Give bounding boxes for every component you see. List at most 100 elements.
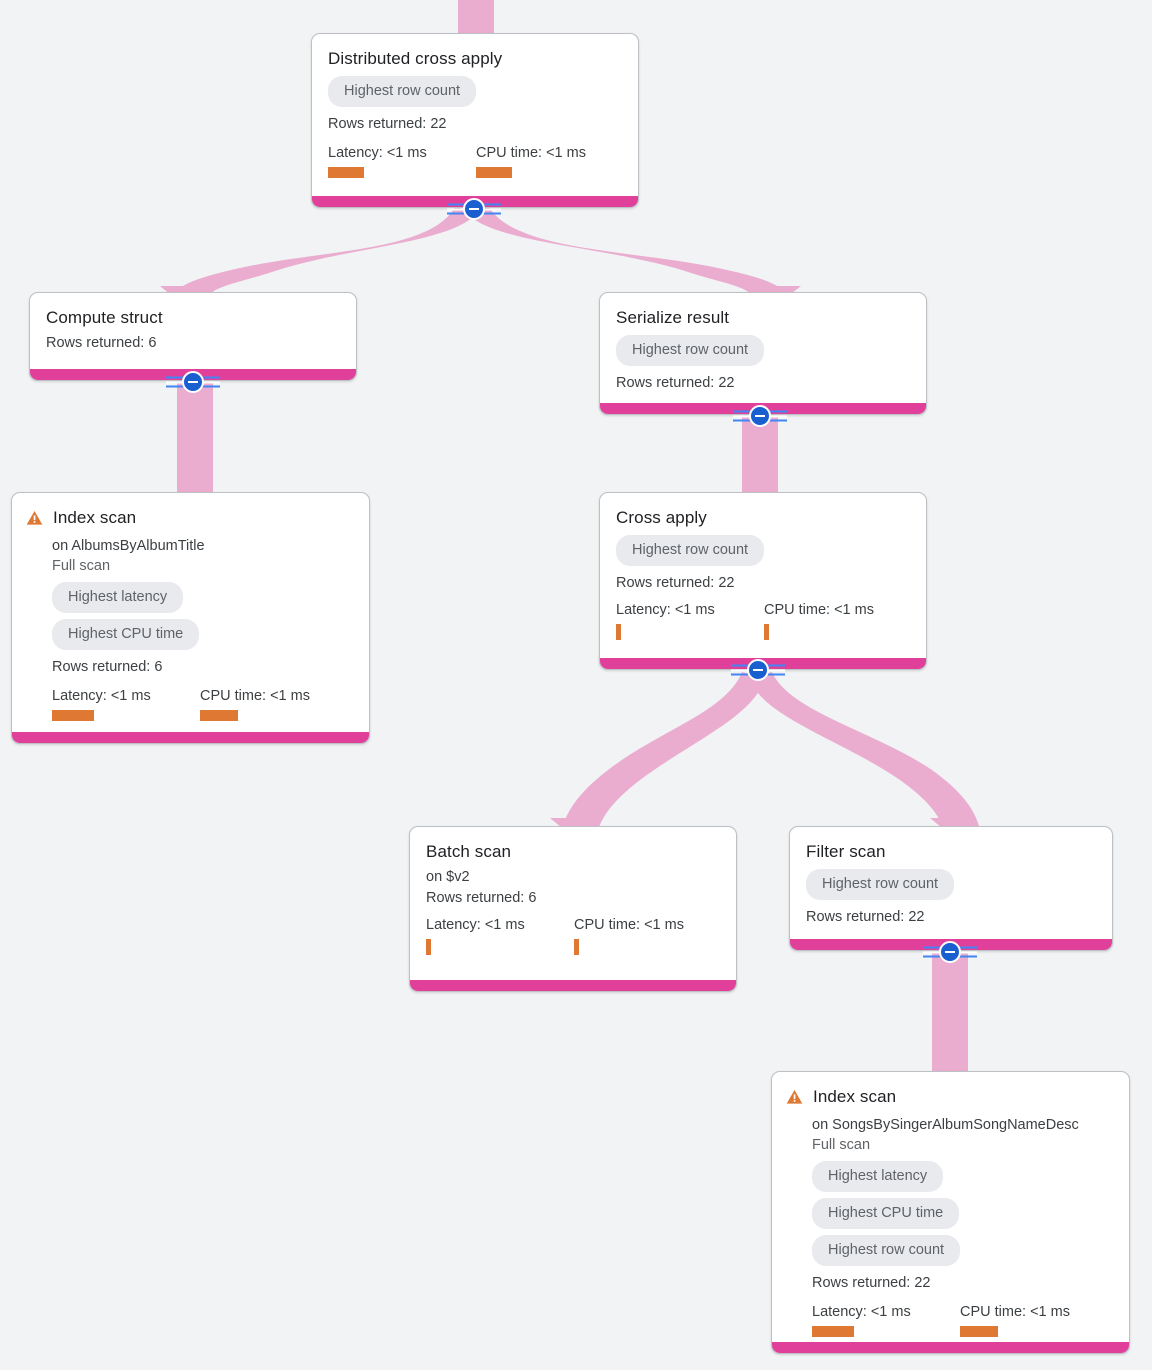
metric-cpu-time: CPU time: <1 ms <box>764 601 874 640</box>
collapse-toggle-serialize-result[interactable] <box>733 404 787 428</box>
metric-cpu-time-bar <box>200 710 238 721</box>
collapse-toggle-compute-struct[interactable] <box>166 370 220 394</box>
edge-arrow-filter-scan <box>930 818 965 832</box>
badge-list: Highest latency <box>52 576 353 613</box>
node-content: Index scan on SongsBySingerAlbumSongName… <box>772 1072 1129 1353</box>
metric-cpu-time-bar <box>960 1326 998 1337</box>
node-index-scan-songs[interactable]: Index scan on SongsBySingerAlbumSongName… <box>771 1071 1130 1354</box>
node-cross-apply[interactable]: Cross apply Highest row count Rows retur… <box>599 492 927 670</box>
node-index-scan-albums[interactable]: Index scan on AlbumsByAlbumTitle Full sc… <box>11 492 370 744</box>
rows-returned: Rows returned: 6 <box>46 335 157 351</box>
collapse-toggle-distributed-cross-apply[interactable] <box>447 197 501 221</box>
node-title-row: Index scan <box>786 1086 1113 1110</box>
metric-latency-label: Latency: <1 ms <box>616 602 715 618</box>
edge-cross-apply-to-batch-scan <box>562 672 765 830</box>
node-details: on AlbumsByAlbumTitle Full scan Highest … <box>26 536 353 721</box>
node-title-row: Filter scan <box>806 841 1096 863</box>
metric-cpu-time-bar <box>476 167 512 178</box>
metric-latency-label: Latency: <1 ms <box>426 917 525 933</box>
status-badge-highest-cpu-time: Highest CPU time <box>812 1198 960 1229</box>
metric-latency-bar <box>328 167 364 178</box>
edge-arrow-batch-scan <box>550 818 585 832</box>
node-title: Index scan <box>53 508 137 527</box>
minus-circle-icon[interactable] <box>463 198 485 220</box>
metric-cpu-time-label: CPU time: <1 ms <box>960 1304 1070 1320</box>
collapse-toggle-cross-apply[interactable] <box>731 658 785 682</box>
badge-list: Highest latency <box>812 1155 1113 1192</box>
edge-root-to-serialize-result <box>466 207 789 297</box>
metric-latency-bar <box>616 624 621 640</box>
node-subtitle: on AlbumsByAlbumTitle <box>52 538 205 554</box>
rows-returned: Rows returned: 6 <box>426 890 537 906</box>
metric-latency-bar <box>52 710 94 721</box>
metric-cpu-time-bar <box>764 624 769 640</box>
metric-cpu-time-label: CPU time: <1 ms <box>476 145 586 161</box>
node-content: Distributed cross apply Highest row coun… <box>312 34 638 194</box>
collapse-toggle-filter-scan[interactable] <box>923 940 977 964</box>
node-batch-scan[interactable]: Batch scan on $v2 Rows returned: 6 Laten… <box>409 826 737 992</box>
edge-root-stub <box>458 0 494 36</box>
badge-list: Highest CPU time <box>812 1192 1113 1229</box>
node-title-row: Batch scan <box>426 841 720 863</box>
metrics-row: Latency: <1 ms CPU time: <1 ms <box>812 1303 1113 1337</box>
node-title: Index scan <box>813 1087 897 1106</box>
minus-circle-icon[interactable] <box>747 659 769 681</box>
node-title-row: Index scan <box>26 507 353 531</box>
status-badge-highest-row-count: Highest row count <box>616 335 765 366</box>
node-title-row: Serialize result <box>616 307 910 329</box>
metric-latency: Latency: <1 ms <box>328 144 476 178</box>
metric-latency-label: Latency: <1 ms <box>52 688 151 704</box>
node-title: Serialize result <box>616 308 730 327</box>
status-badge-highest-latency: Highest latency <box>812 1161 944 1192</box>
metrics-row: Latency: <1 ms CPU time: <1 ms <box>616 601 910 640</box>
node-scan-type: Full scan <box>812 1137 871 1153</box>
minus-circle-icon[interactable] <box>182 371 204 393</box>
edge-root-to-compute-struct <box>172 207 478 297</box>
node-title: Compute struct <box>46 308 163 327</box>
metric-latency-bar <box>812 1326 854 1337</box>
metrics-row: Latency: <1 ms CPU time: <1 ms <box>52 687 353 721</box>
node-footer-bar <box>410 980 736 991</box>
edge-compute-struct-to-index-scan <box>177 382 213 494</box>
rows-returned: Rows returned: 22 <box>616 575 735 591</box>
node-footer-bar <box>772 1342 1129 1353</box>
rows-returned: Rows returned: 22 <box>812 1275 931 1291</box>
minus-circle-icon[interactable] <box>749 405 771 427</box>
badge-list: Highest row count <box>812 1229 1113 1266</box>
metric-cpu-time: CPU time: <1 ms <box>200 687 310 721</box>
node-serialize-result[interactable]: Serialize result Highest row count Rows … <box>599 292 927 415</box>
minus-circle-icon[interactable] <box>939 941 961 963</box>
metric-latency: Latency: <1 ms <box>812 1303 960 1337</box>
edge-filter-scan-to-index-scan <box>932 952 968 1074</box>
metric-cpu-time: CPU time: <1 ms <box>960 1303 1070 1337</box>
node-title: Batch scan <box>426 842 512 861</box>
metric-latency: Latency: <1 ms <box>52 687 200 721</box>
rows-returned: Rows returned: 22 <box>328 116 447 132</box>
metric-cpu-time: CPU time: <1 ms <box>574 916 684 955</box>
status-badge-highest-latency: Highest latency <box>52 582 184 613</box>
metrics-row: Latency: <1 ms CPU time: <1 ms <box>328 144 622 178</box>
rows-returned: Rows returned: 22 <box>616 375 735 391</box>
metric-latency: Latency: <1 ms <box>426 916 574 955</box>
badge-list: Highest row count <box>616 329 910 366</box>
metrics-row: Latency: <1 ms CPU time: <1 ms <box>426 916 720 955</box>
node-distributed-cross-apply[interactable]: Distributed cross apply Highest row coun… <box>311 33 639 208</box>
node-title-row: Compute struct <box>46 307 340 329</box>
edge-serialize-result-to-cross-apply <box>742 416 778 494</box>
badge-list: Highest row count <box>328 70 622 107</box>
status-badge-highest-row-count: Highest row count <box>616 535 765 566</box>
node-scan-type: Full scan <box>52 558 111 574</box>
node-title: Distributed cross apply <box>328 49 503 68</box>
badge-list: Highest row count <box>806 863 1096 900</box>
metric-cpu-time-label: CPU time: <1 ms <box>200 688 310 704</box>
warning-triangle-icon <box>26 510 43 531</box>
edge-cross-apply-to-filter-scan <box>750 672 980 830</box>
metric-cpu-time: CPU time: <1 ms <box>476 144 586 178</box>
node-title: Cross apply <box>616 508 707 527</box>
node-filter-scan[interactable]: Filter scan Highest row count Rows retur… <box>789 826 1113 951</box>
node-title-row: Distributed cross apply <box>328 48 622 70</box>
status-badge-highest-cpu-time: Highest CPU time <box>52 619 200 650</box>
node-compute-struct[interactable]: Compute struct Rows returned: 6 <box>29 292 357 381</box>
node-subtitle: on $v2 <box>426 869 470 885</box>
